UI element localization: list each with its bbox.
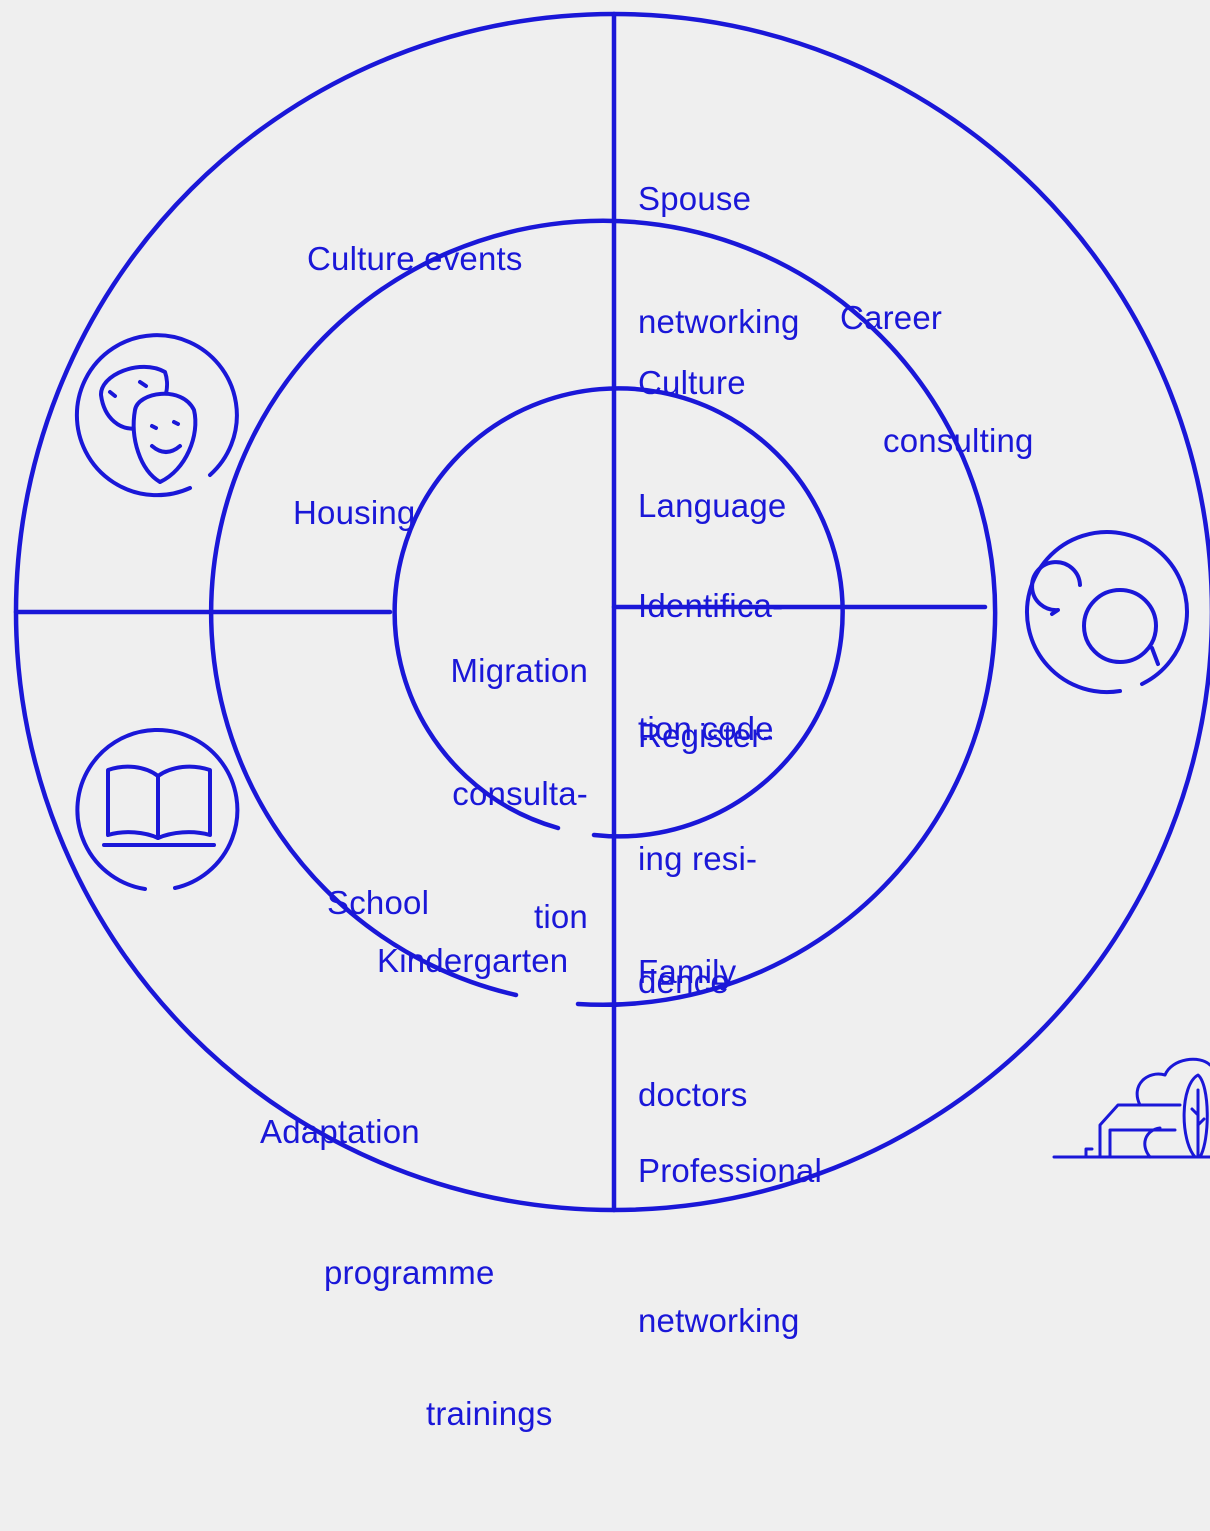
theatre-masks-icon bbox=[74, 333, 239, 498]
label-professional-networking: Professional networking bbox=[638, 1152, 822, 1339]
middle-ring bbox=[208, 218, 998, 1007]
speech-bubbles-icon bbox=[1025, 530, 1189, 695]
house-with-trees-icon bbox=[1052, 1057, 1210, 1159]
label-family-doctors: Family doctors bbox=[638, 953, 748, 1113]
open-book-icon bbox=[75, 728, 240, 891]
label-housing: Housing bbox=[293, 494, 416, 531]
label-identification-code: Identifica- tion code bbox=[638, 587, 784, 747]
label-spouse-networking: Spouse networking bbox=[638, 180, 800, 340]
label-migration-consultation: Migration consulta- tion bbox=[450, 652, 588, 935]
label-career-consulting: Career consulting bbox=[840, 299, 1034, 459]
label-kindergarten: Kindergarten bbox=[377, 942, 569, 979]
label-school: School bbox=[327, 884, 430, 921]
label-adaptation-programme: Adaptation programme trainings bbox=[260, 1113, 553, 1432]
service-circle-diagram: Culture events Spouse networking Career … bbox=[13, 11, 1210, 1432]
label-culture-events: Culture events bbox=[307, 240, 523, 277]
label-registering-residence: Register- ing resi- dence bbox=[638, 717, 774, 1000]
label-culture-language: Culture Language bbox=[638, 364, 787, 524]
diagram-rings bbox=[13, 11, 1210, 1213]
inner-ring bbox=[392, 386, 845, 839]
